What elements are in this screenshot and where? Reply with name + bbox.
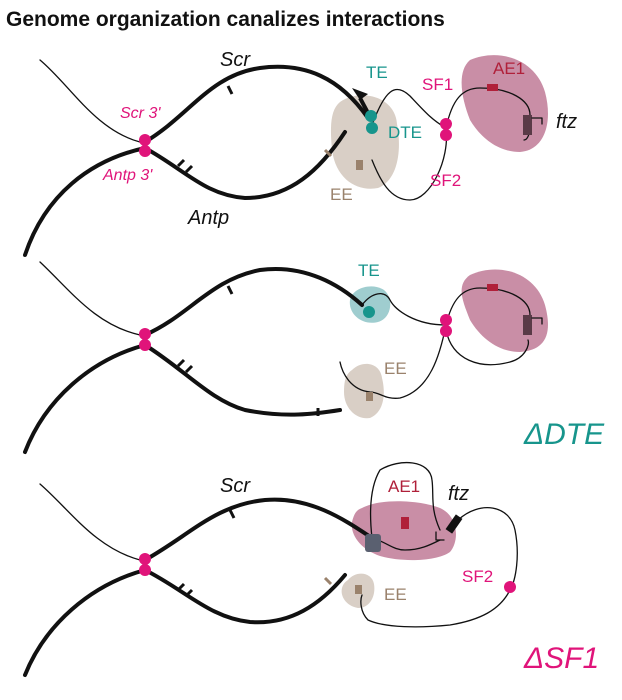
panel1-ftz-gene [523,115,532,135]
panel2-antp-loop [23,343,342,454]
panel1-ae1-label: AE1 [493,59,525,78]
panel1-ftz-arrow [531,117,543,125]
panel3-tick-4 [323,576,333,586]
panel1-ae1-mark [487,84,498,91]
panel2-ee-mark [366,392,373,401]
panel2-thin-loop-b [339,324,447,399]
panel1-scr3-label: Scr 3' [120,105,161,122]
figure-title: Genome organization canalizes interactio… [6,8,445,31]
panel1-ee-label: EE [330,185,353,204]
panel1-sf2-dot [440,129,452,141]
panel3-scr3-dot [139,553,151,565]
panel-1: Scr Antp Scr 3' Antp 3' TE DTE EE SF1 SF… [23,49,577,257]
panel3-thin-loop-top [369,461,441,539]
panel2-te-blob [349,286,391,323]
panel1-tick-4 [323,148,333,158]
panel1-antp3-dot [139,145,151,157]
panel1-scr-loop [143,64,370,144]
panel1-sf2-label: SF2 [430,171,461,190]
panel1-sf1-dot [440,118,452,130]
panel2-scr3-dot [139,328,151,340]
panel3-ae1-mark [401,517,409,529]
panel3-delta-label: ΔSF1 [523,642,599,675]
panel3-ftz-gene [445,514,463,534]
panel3-thin-loop-right [360,507,518,628]
panel2-te-label: TE [358,261,380,280]
panel1-antp-label: Antp [187,207,229,229]
panel1-te-label: TE [366,63,388,82]
panel2-antp3-dot [139,339,151,351]
panel3-ae1-label: AE1 [388,477,420,496]
panel3-ftz-label: ftz [448,483,469,505]
panel1-dte-dot [366,122,378,134]
panel3-thin-loop-inner [377,539,441,551]
panel1-dte-label: DTE [388,123,422,142]
panel1-scr-label: Scr [220,49,251,71]
panel2-delta-label: ΔDTE [523,418,605,451]
panel3-sf2-label: SF2 [462,567,493,586]
panel1-tick-3 [184,164,194,174]
panel3-ee-mark [355,585,362,594]
panel3-sf2-dot [504,581,516,593]
panel3-tick-2 [176,582,186,592]
panel1-te-arrowhead [352,88,368,100]
panel3-ee-label: EE [384,585,407,604]
panel2-tick-3 [184,364,194,374]
panel1-thin-strand [39,59,141,143]
panel2-te-dot [363,306,375,318]
panel2-tick-1 [226,285,234,295]
panel3-scr-gene [365,534,381,552]
panel3-tick-1 [228,509,236,519]
panel-2: TE EE ΔDTE [23,261,605,454]
panel2-ae1-mark [487,284,498,291]
panel2-ee-label: EE [384,359,407,378]
panel1-ftz-label: ftz [556,111,577,133]
panel3-ftz-arrow [435,531,445,541]
panel1-te-arrow [358,97,370,114]
panel2-thin-loop-c [445,329,530,366]
panel3-thin-strand [39,483,141,561]
panel2-tick-2 [176,358,186,368]
panel2-ae1-blob [461,269,548,352]
panel3-antp-loop [23,568,347,677]
panel2-ftz-gene [523,315,532,335]
panel1-scr3-dot [139,134,151,146]
panel2-sf2-dot [440,325,452,337]
panel2-ftz-arrow [531,317,543,325]
panel3-scr-loop [143,497,374,562]
watermark-text: 知乎 @Being科学 [432,670,554,688]
panel-3: Scr AE1 ftz EE SF2 ΔSF1 [23,461,599,677]
panel2-sf1-dot [440,314,452,326]
panel1-tick-1 [226,85,234,95]
panel2-scr-loop [143,267,364,337]
panel3-scr-label: Scr [220,475,251,497]
panel1-tick-2 [176,158,186,168]
panel1-antp-loop [23,130,347,257]
panel1-ee-mark [356,160,363,170]
panel1-te-dot [365,110,377,122]
panel3-tick-3 [184,588,194,598]
panel3-antp3-dot [139,564,151,576]
panel1-antp3-label: Antp 3' [102,167,153,184]
panel2-thin-strand [39,261,141,336]
panel1-sf1-label: SF1 [422,75,453,94]
panel1-ee-dte-blob [330,95,399,189]
